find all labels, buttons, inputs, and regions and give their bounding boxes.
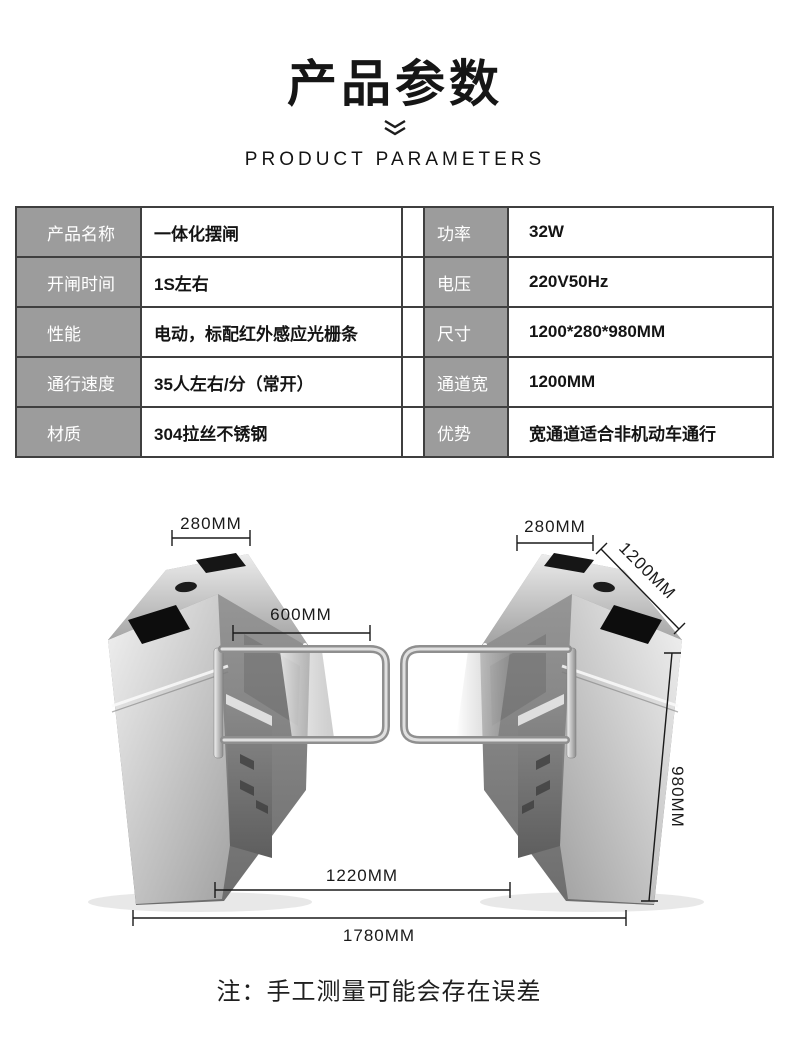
spec-value: 1200*280*980MM <box>507 306 774 358</box>
right-top-hole <box>593 581 615 593</box>
spec-label: 电压 <box>423 256 509 308</box>
spec-label: 功率 <box>423 206 509 258</box>
spec-label: 材质 <box>15 406 142 458</box>
spec-label: 产品名称 <box>15 206 142 258</box>
spec-label: 通行速度 <box>15 356 142 408</box>
measurement-note: 注：手工测量可能会存在误差 <box>216 978 542 1006</box>
spec-value: 32W <box>507 206 774 258</box>
dim-label-cabinet-height: 980MM <box>668 766 687 828</box>
table-spacer <box>401 356 425 408</box>
table-spacer <box>401 306 425 358</box>
table-row: 通行速度 35人左右/分（常开） 通道宽 1200MM <box>15 356 774 408</box>
right-top-slot <box>544 553 594 573</box>
table-spacer <box>401 256 425 308</box>
spec-value: 1200MM <box>507 356 774 408</box>
left-acrylic-panel <box>280 651 334 738</box>
spec-value: 304拉丝不锈钢 <box>140 406 403 458</box>
left-card-reader <box>128 605 190 644</box>
dim-label-overall-width: 1780MM <box>342 926 416 945</box>
spec-label: 尺寸 <box>423 306 509 358</box>
table-row: 材质 304拉丝不锈钢 优势 宽通道适合非机动车通行 <box>15 406 774 458</box>
table-spacer <box>401 206 425 258</box>
dim-label-cabinet-width-right: 280MM <box>524 517 586 536</box>
page-title: 产品参数 <box>287 56 503 112</box>
spec-label: 性能 <box>15 306 142 358</box>
dim-label-cabinet-width-left: 280MM <box>180 514 242 533</box>
spec-value: 宽通道适合非机动车通行 <box>507 406 774 458</box>
right-cabinet <box>480 553 682 905</box>
spec-label: 通道宽 <box>423 356 509 408</box>
spec-value: 220V50Hz <box>507 256 774 308</box>
left-swing-arm <box>213 645 390 759</box>
double-chevron-down-icon <box>384 119 406 135</box>
dim-label-lane-width: 1220MM <box>325 866 399 885</box>
page-subtitle: PRODUCT PARAMETERS <box>244 148 546 170</box>
spec-value: 1S左右 <box>140 256 403 308</box>
spec-value: 一体化摆闸 <box>140 206 403 258</box>
spec-label: 开闸时间 <box>15 256 142 308</box>
right-swing-arm <box>400 645 577 759</box>
page-header: 产品参数 PRODUCT PARAMETERS <box>0 0 790 171</box>
dimension-diagram: 280MM 600MM 280MM 1200MM 980MM 1220MM 17… <box>0 456 790 1037</box>
spec-label: 优势 <box>423 406 509 458</box>
left-top-slot <box>196 553 246 573</box>
table-row: 产品名称 一体化摆闸 功率 32W <box>15 206 774 258</box>
turnstile-illustration <box>88 530 704 926</box>
spec-table: 产品名称 一体化摆闸 功率 32W 开闸时间 1S左右 电压 220V50Hz … <box>15 206 774 458</box>
spec-value: 电动，标配红外感应光栅条 <box>140 306 403 358</box>
right-card-reader <box>600 605 662 644</box>
table-row: 性能 电动，标配红外感应光栅条 尺寸 1200*280*980MM <box>15 306 774 358</box>
left-cabinet <box>108 553 310 905</box>
left-top-hole <box>175 581 197 593</box>
dimension-lines <box>132 530 686 926</box>
table-spacer <box>401 406 425 458</box>
table-row: 开闸时间 1S左右 电压 220V50Hz <box>15 256 774 308</box>
spec-value: 35人左右/分（常开） <box>140 356 403 408</box>
dim-label-arm-length: 600MM <box>270 605 332 624</box>
right-acrylic-panel <box>456 651 510 738</box>
